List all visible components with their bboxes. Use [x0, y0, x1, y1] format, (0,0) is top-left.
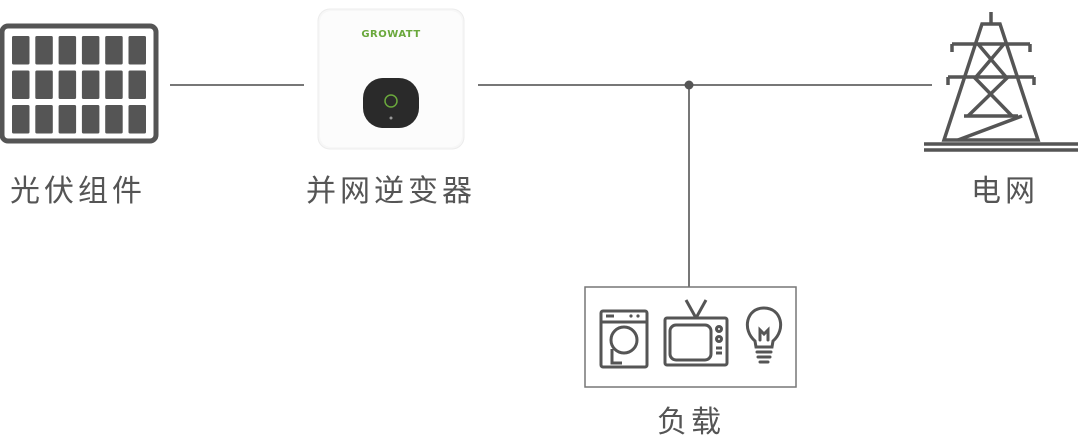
inverter-brand-logo: GROWATT	[361, 29, 420, 40]
solar-cell	[58, 36, 77, 65]
washing-machine-icon	[599, 309, 649, 369]
inverter-icon	[317, 8, 465, 150]
solar-cell	[81, 105, 100, 134]
solar-cell	[81, 70, 100, 99]
solar-panel-icon	[0, 23, 159, 144]
solar-cell	[12, 105, 30, 134]
load-label: 负载	[657, 405, 725, 440]
solar-cell	[58, 105, 77, 134]
solar-cell	[58, 70, 77, 99]
solar-cell	[12, 36, 30, 65]
load-box	[584, 286, 797, 388]
pv-module-label: 光伏组件	[10, 174, 146, 209]
solar-cell	[128, 36, 146, 65]
solar-cell	[128, 70, 146, 99]
solar-cell	[128, 105, 146, 134]
solar-cell	[105, 36, 123, 65]
tv-icon	[663, 299, 729, 367]
solar-cell	[12, 70, 30, 99]
solar-cell	[105, 70, 123, 99]
connection-lines	[170, 84, 932, 287]
junction-dot	[684, 80, 694, 90]
solar-cell	[35, 105, 53, 134]
solar-cell	[35, 36, 53, 65]
solar-cell	[35, 70, 53, 99]
light-bulb-icon	[745, 306, 783, 364]
solar-cell	[105, 105, 123, 134]
transmission-tower-icon	[924, 12, 1078, 152]
inverter-label: 并网逆变器	[306, 174, 476, 209]
grid-label: 电网	[971, 174, 1039, 209]
solar-cell	[81, 36, 100, 65]
